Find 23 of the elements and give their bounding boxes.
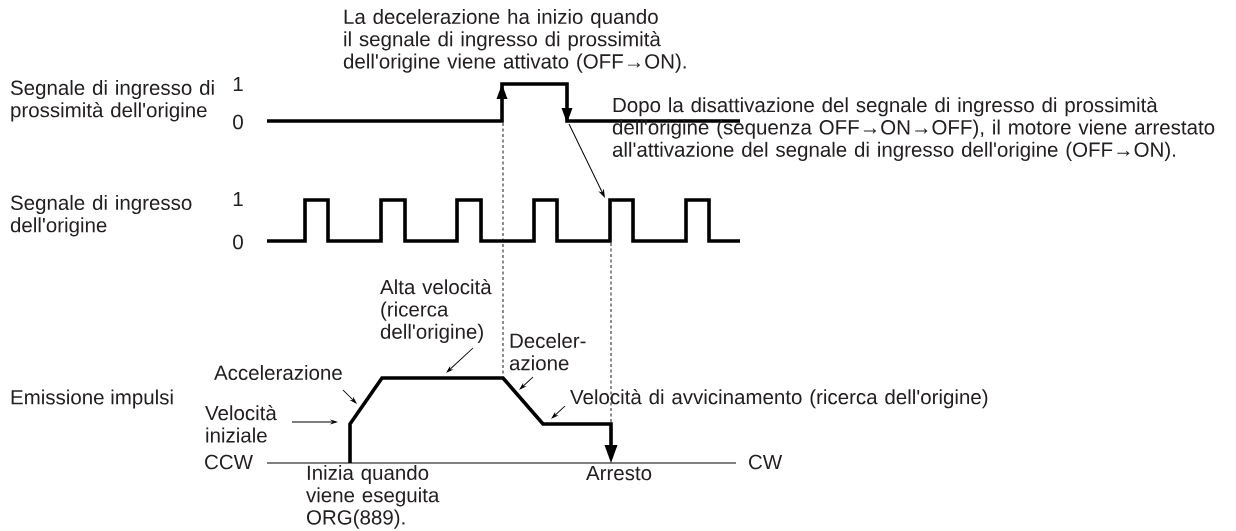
axis-label: CCW <box>205 454 253 470</box>
note-text: Dopo la disattivazione del segnale di ingresso di prossimità dell'origine (sequenza OFF→ON→OFF), il motore viene arrestato all'attivazione del segnale di ingresso dell'origine (OFF→ON). <box>612 97 1215 161</box>
row-label: Segnale di ingresso dell'origine <box>10 195 192 237</box>
level-label: 0 <box>233 114 243 130</box>
leader-line <box>342 389 357 404</box>
axis-label: CW <box>749 454 783 470</box>
level-label: 0 <box>233 234 243 250</box>
row-label: Emissione impulsi <box>11 389 173 409</box>
annotation-text: Velocità iniziale <box>205 405 277 443</box>
annotation-text: Deceler- azione <box>509 333 586 371</box>
note-text: Inizia quando viene eseguita ORG(889). <box>306 465 440 529</box>
leader-line <box>551 405 566 419</box>
level-label: 1 <box>233 76 243 92</box>
level-label: 1 <box>233 191 243 207</box>
leader-line <box>519 376 534 390</box>
annotation-text: Alta velocità (ricerca dell'origine) <box>380 279 492 343</box>
leader-line <box>446 347 474 373</box>
annotation-text: Accelerazione <box>214 365 342 381</box>
annotation-text: Velocità di avvicinamento (ricerca dell'origine) <box>570 389 988 409</box>
row-label: Segnale di ingresso di prossimità dell'origine <box>10 80 214 122</box>
axis-label: Arresto <box>586 466 652 481</box>
leader-line <box>291 420 337 424</box>
note-text: La decelerazione ha inizio quando il segnale di ingresso di prossimità dell'origine viene attivato (OFF→ON). <box>343 9 686 73</box>
